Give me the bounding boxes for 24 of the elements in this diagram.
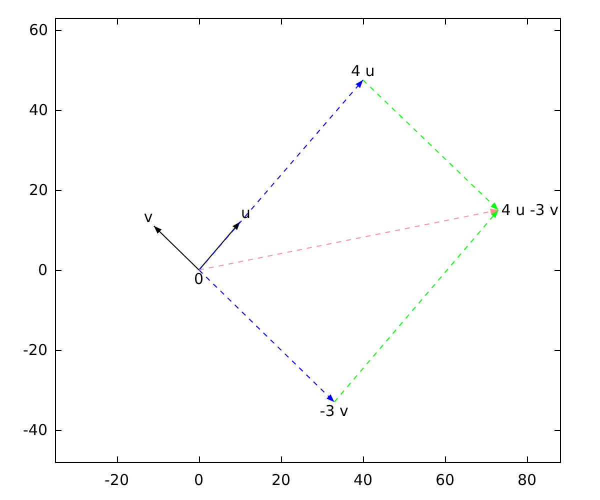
- tick-label: 0: [38, 262, 48, 278]
- tick-label: -40: [23, 422, 48, 438]
- vector-label: 0: [194, 271, 204, 287]
- tick-label: 80: [518, 472, 537, 488]
- tick-label: 0: [194, 472, 204, 488]
- vector-label: v: [144, 209, 153, 225]
- tick-label: 60: [436, 472, 455, 488]
- vector-arrow: [153, 226, 200, 270]
- vector-arrow: [198, 80, 364, 270]
- tick-label: 20: [29, 182, 48, 198]
- vector-arrow: [362, 80, 499, 210]
- vector-label: u: [241, 205, 251, 221]
- vector-label: -3 v: [320, 403, 348, 419]
- tick-label: -20: [104, 472, 129, 488]
- tick-label: 40: [29, 102, 48, 118]
- tick-label: 20: [272, 472, 291, 488]
- vector-arrow: [198, 208, 499, 270]
- tick-label: -20: [23, 342, 48, 358]
- tick-label: 40: [354, 472, 373, 488]
- vector-label: 4 u -3 v: [501, 202, 558, 218]
- tick-label: 60: [29, 22, 48, 38]
- vector-arrow: [334, 210, 499, 402]
- vector-arrow: [198, 270, 335, 402]
- vector-label: 4 u: [351, 63, 375, 79]
